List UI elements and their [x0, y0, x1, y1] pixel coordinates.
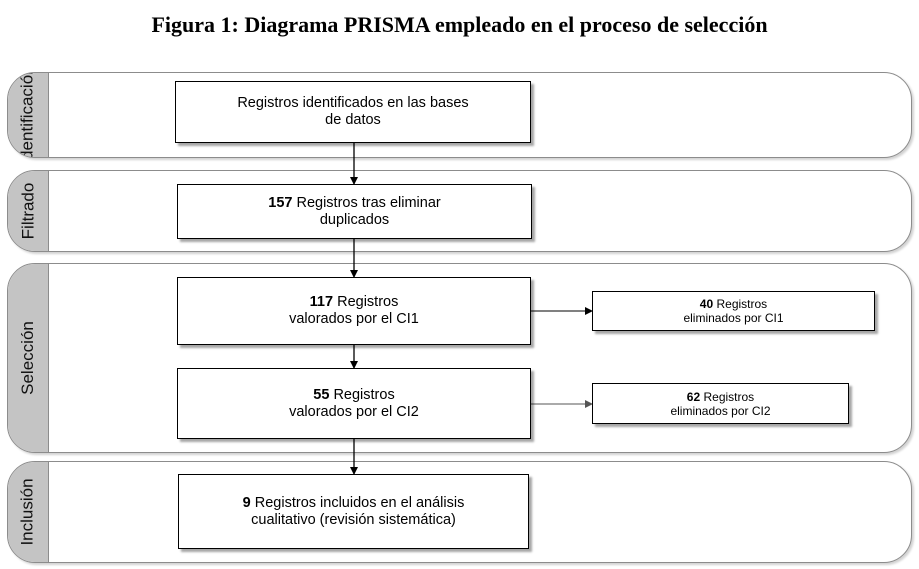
box-line: valorados por el CI1 — [289, 311, 419, 327]
box-line: 40 Registros — [700, 297, 767, 311]
record-count: 157 — [268, 194, 293, 211]
box-text: Registros — [333, 386, 395, 403]
box-text: Registros — [716, 297, 768, 311]
box-ci2-assessed: 55 Registros valorados por el CI2 — [177, 368, 531, 439]
figure-title: Figura 1: Diagrama PRISMA empleado en el… — [151, 12, 768, 37]
box-line: 157 Registros tras eliminar — [268, 195, 440, 212]
box-line: 9 Registros incluidos en el análisis — [243, 495, 465, 512]
stage-tab: Inclusión — [8, 462, 49, 562]
box-line: Registros identificados en las bases — [237, 95, 469, 111]
box-line: 62 Registros — [687, 390, 754, 404]
box-line: 117 Registros — [310, 294, 399, 311]
box-line: 55 Registros — [313, 387, 394, 404]
box-identified-records: Registros identificados en las bases de … — [175, 81, 531, 143]
box-line: duplicados — [319, 211, 390, 228]
box-line: cualitativo (revisión sistemática) — [251, 511, 456, 528]
box-ci1-removed: 40 Registros eliminados por CI1 — [592, 291, 875, 331]
stage-tab: Identificación — [8, 73, 49, 157]
record-count: 9 — [242, 494, 251, 511]
box-line: de datos — [325, 112, 381, 128]
box-text: Registros — [703, 389, 755, 404]
record-count: 55 — [313, 386, 330, 403]
box-deduplicated-records: 157 Registros tras eliminar duplicados — [177, 184, 532, 239]
box-line: valorados por el CI2 — [289, 403, 419, 420]
box-text: Registros — [337, 294, 399, 310]
record-count: 40 — [699, 297, 714, 311]
record-count: 62 — [686, 389, 701, 404]
box-line: eliminados por CI1 — [683, 311, 784, 325]
box-ci1-assessed: 117 Registros valorados por el CI1 — [177, 277, 531, 345]
box-included-records: 9 Registros incluidos en el análisis cua… — [178, 474, 529, 549]
box-line: eliminados por CI2 — [670, 403, 771, 418]
record-count: 117 — [309, 294, 334, 310]
stage-tab: Filtrado — [8, 171, 49, 251]
stage-tab: Selección — [8, 264, 49, 452]
box-text: Registros tras eliminar — [296, 194, 441, 211]
box-text: Registros incluidos en el análisis — [254, 494, 465, 511]
box-ci2-removed: 62 Registros eliminados por CI2 — [592, 383, 849, 424]
